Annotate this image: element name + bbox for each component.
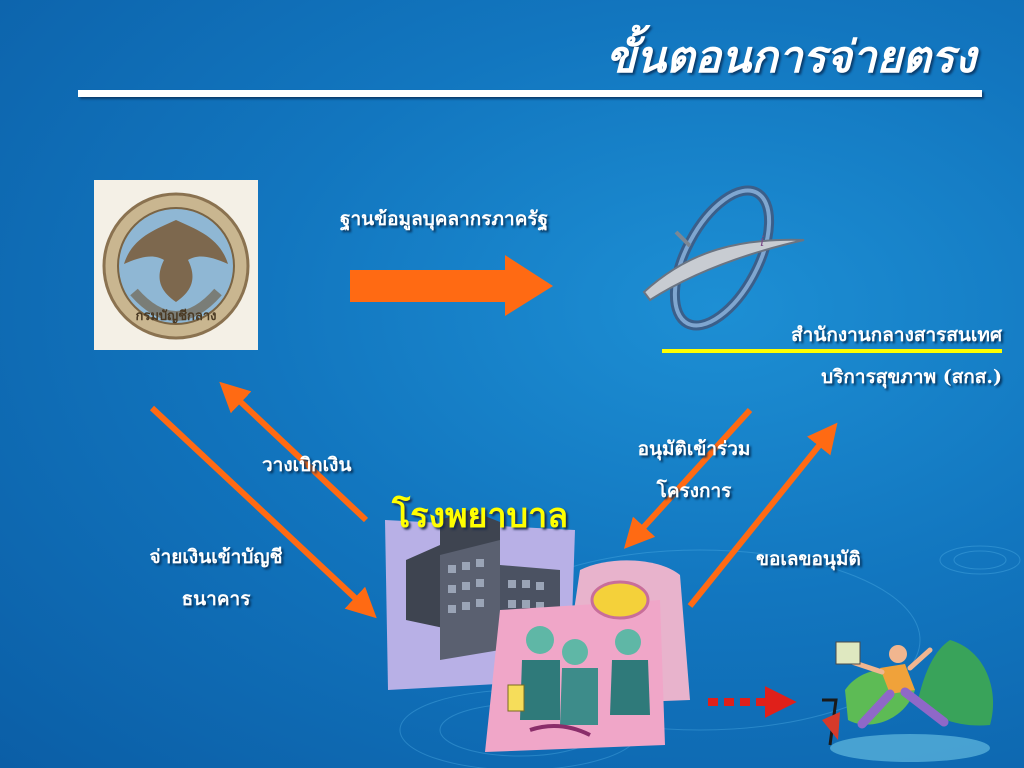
request-label: ขอเลขอนุมัติ xyxy=(756,548,861,570)
agency-name-line2: บริการสุขภาพ (สกส.) xyxy=(821,366,1002,388)
pay-arrow xyxy=(149,405,377,619)
pay-label-line2: ธนาคาร xyxy=(181,588,251,610)
database-arrow xyxy=(350,255,553,316)
chi-logo-icon: i xyxy=(642,185,805,331)
request-arrow xyxy=(687,422,838,608)
withdraw-arrow xyxy=(219,381,369,523)
approve-arrow xyxy=(623,407,753,549)
cgd-seal-text: กรมบัญชีกลาง xyxy=(135,308,216,324)
database-label: ฐานข้อมูลบุคลากรภาครัฐ xyxy=(340,208,549,230)
svg-text:i: i xyxy=(760,234,764,250)
withdraw-label: วางเบิกเงิน xyxy=(262,454,352,476)
hospital-label: โรงพยาบาล xyxy=(392,496,569,536)
slide-title: ขั้นตอนการจ่ายตรง xyxy=(605,32,976,83)
hospital-building-icon xyxy=(385,510,575,690)
person-exercise-icon xyxy=(822,640,994,762)
cgd-seal-box: กรมบัญชีกลาง xyxy=(94,180,258,350)
agency-name-line1: สำนักงานกลางสารสนเทศ xyxy=(791,324,1002,346)
approve-label-line2: โครงการ xyxy=(656,480,732,502)
approve-label-line1: อนุมัติเข้าร่วม xyxy=(637,438,751,460)
cgd-garuda-seal-icon: กรมบัญชีกลาง xyxy=(102,192,250,340)
pay-label-line1: จ่ายเงินเข้าบัญชี xyxy=(149,546,283,568)
surgery-team-icon xyxy=(485,560,690,752)
agency-underline xyxy=(662,349,1002,353)
title-divider xyxy=(78,90,982,97)
